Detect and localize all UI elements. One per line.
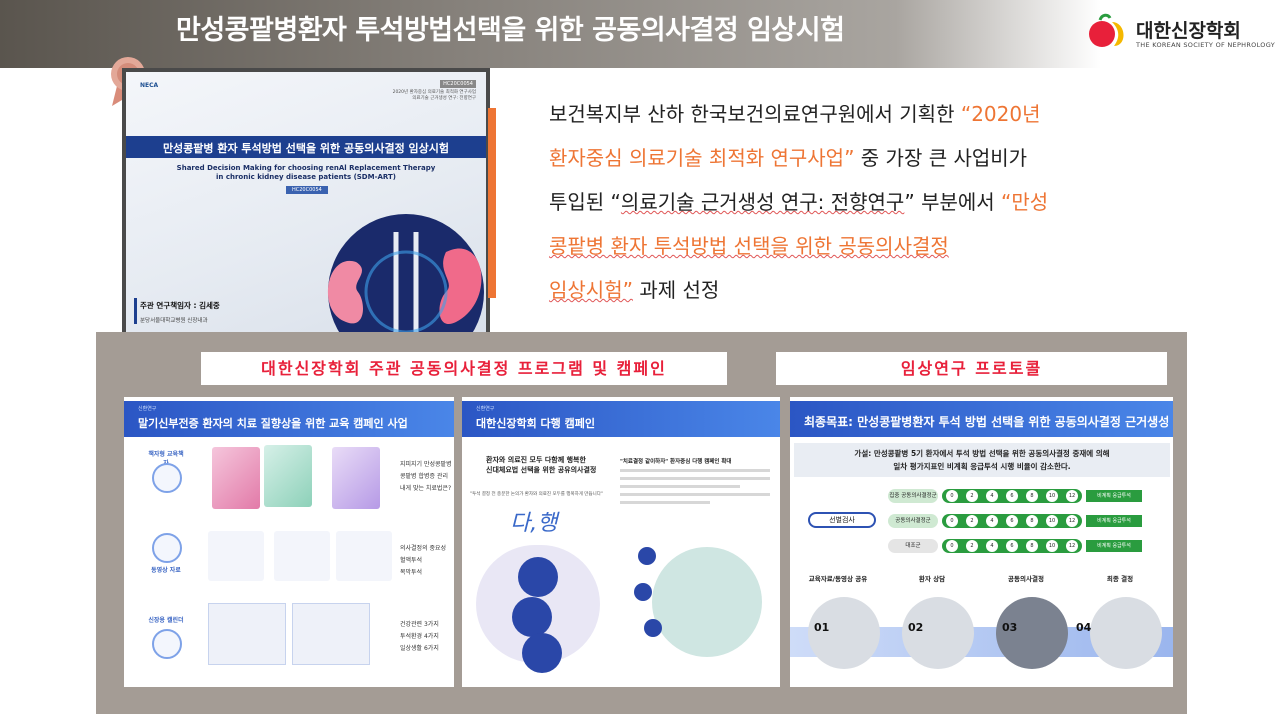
step-label-2: 환자 상담 bbox=[918, 575, 946, 583]
step-circle-2 bbox=[902, 597, 974, 669]
timeline-2: 0 2 4 6 8 10 12 bbox=[942, 514, 1082, 528]
campaign-photo bbox=[652, 547, 762, 657]
timeline-3: 0 2 4 6 8 10 12 bbox=[942, 539, 1082, 553]
campaign-headline: 환자와 의료진 모두 다함께 행복한 신대체요법 선택을 위한 공유의사결정 bbox=[486, 456, 597, 474]
outcome-3: 비계획 응급투석 bbox=[1086, 540, 1142, 552]
booklet-1 bbox=[212, 447, 260, 509]
calendar-icon bbox=[152, 629, 182, 659]
arm-control: 대조군 bbox=[888, 539, 938, 553]
message-bubble-3 bbox=[522, 633, 562, 673]
logo-english: THE KOREAN SOCIETY OF NEPHROLOGY bbox=[1136, 41, 1275, 49]
step-label-1: 교육자료/동영상 공유 bbox=[808, 575, 868, 583]
step-label-4: 최종 결정 bbox=[1106, 575, 1134, 583]
outcome-1: 비계획 응급투석 bbox=[1086, 490, 1142, 502]
campaign-quote: "투석 결정 전 충분한 논의가 환자와 의료진 모두를 행복하게 만듭니다" bbox=[470, 492, 603, 497]
header-bar: 만성콩팥병환자 투석방법선택을 위한 공동의사결정 임상시험 대한신장학회 TH… bbox=[0, 0, 1280, 68]
org-logos: NECA bbox=[140, 82, 159, 89]
kidney-illustration-icon bbox=[327, 214, 484, 349]
study-cover-slide: NECA HC20C0054 2020년 환자중심 의료기술 최적화 연구사업 … bbox=[122, 68, 490, 353]
step-circle-4 bbox=[1090, 597, 1162, 669]
timeline-1: 0 2 4 6 8 10 12 bbox=[942, 489, 1082, 503]
video-thumb-1[interactable] bbox=[208, 531, 264, 581]
step-circle-3 bbox=[996, 597, 1068, 669]
cover-tag: HC20C0054 bbox=[440, 80, 476, 88]
calendar-page-1 bbox=[208, 603, 286, 665]
cover-code: HC20C0054 bbox=[286, 186, 328, 194]
step-number-2: 02 bbox=[908, 621, 924, 634]
outcome-2: 비계획 응급투석 bbox=[1086, 515, 1142, 527]
project-description: 보건복지부 산하 한국보건의료연구원에서 기획한 “2020년 환자중심 의료기… bbox=[549, 102, 1049, 302]
cover-title-korean: 만성콩팥병 환자 투석방법 선택을 위한 공동의사결정 임상시험 bbox=[162, 142, 450, 155]
booklet-2 bbox=[264, 445, 312, 507]
video-thumb-3[interactable] bbox=[336, 531, 392, 581]
video-label: 동영상 자료 bbox=[151, 567, 181, 574]
step-number-1: 01 bbox=[814, 621, 830, 634]
step-number-4: 04 bbox=[1076, 621, 1092, 634]
logo-name: 대한신장학회 bbox=[1136, 20, 1241, 42]
society-logo: 대한신장학회 THE KOREAN SOCIETY OF NEPHROLOGY bbox=[1086, 10, 1275, 54]
accent-divider bbox=[488, 108, 496, 298]
message-bubble-2 bbox=[512, 597, 552, 637]
page-title: 만성콩팥병환자 투석방법선택을 위한 공동의사결정 임상시험 bbox=[176, 15, 845, 46]
step-number-3: 03 bbox=[1002, 621, 1018, 634]
message-bubble-1 bbox=[518, 557, 558, 597]
calendar-page-2 bbox=[292, 603, 370, 665]
card-title: 최종목표: 만성콩팥병환자 투석 방법 선택을 위한 공동의사결정 근거생성 bbox=[804, 415, 1170, 429]
booklet-3 bbox=[332, 447, 380, 509]
video-thumb-2[interactable] bbox=[274, 531, 330, 581]
hypothesis-box: 가설: 만성콩팥병 5기 환자에서 투석 방법 선택을 위한 공동의사결정 중재… bbox=[794, 443, 1170, 477]
video-icon bbox=[152, 533, 182, 563]
program-label: 대한신장학회 주관 공동의사결정 프로그램 및 캠페인 bbox=[201, 352, 727, 385]
cover-meta: 2020년 환자중심 의료기술 최적화 연구사업 의료기술 근거생성 연구: 전… bbox=[392, 90, 476, 101]
dahaeng-campaign-card: 신환연구 대한신장학회 다행 캠페인 환자와 의료진 모두 다함께 행복한 신대… bbox=[462, 397, 780, 687]
education-campaign-card: 신환연구 말기신부전증 환자의 치료 질향상을 위한 교육 캠페인 사업 책자형… bbox=[124, 397, 454, 687]
institution: 분당서울대학교병원 신장내과 bbox=[140, 318, 208, 324]
protocol-card: 최종목표: 만성콩팥병환자 투석 방법 선택을 위한 공동의사결정 근거생성 가… bbox=[790, 397, 1173, 687]
principal-investigator: 주관 연구책임자 : 김세중 bbox=[140, 301, 220, 310]
news-body bbox=[620, 469, 770, 509]
dahaeng-logo: 다,행 bbox=[510, 511, 558, 536]
card-title: 말기신부전증 환자의 치료 질향상을 위한 교육 캠페인 사업 bbox=[138, 417, 408, 430]
booklet-icon bbox=[152, 463, 182, 493]
protocol-label: 임상연구 프로토콜 bbox=[776, 352, 1167, 385]
calendar-label: 신장용 캘린더 bbox=[148, 617, 184, 624]
screening-node: 선별검사 bbox=[808, 512, 876, 528]
arm-sdm: 공동의사결정군 bbox=[888, 514, 938, 528]
arm-intensive: 집중 공동의사결정군 bbox=[888, 489, 938, 503]
cover-title-english: Shared Decision Making for choosing renA… bbox=[176, 164, 436, 181]
step-label-3: 공동의사결정 bbox=[1008, 575, 1044, 583]
card-title: 대한신장학회 다행 캠페인 bbox=[476, 417, 595, 430]
news-headline: "치료결정 같이하자" 환자중심 다행 캠페인 확대 bbox=[620, 459, 732, 465]
kidney-logo-icon bbox=[1089, 13, 1124, 47]
step-circle-1 bbox=[808, 597, 880, 669]
